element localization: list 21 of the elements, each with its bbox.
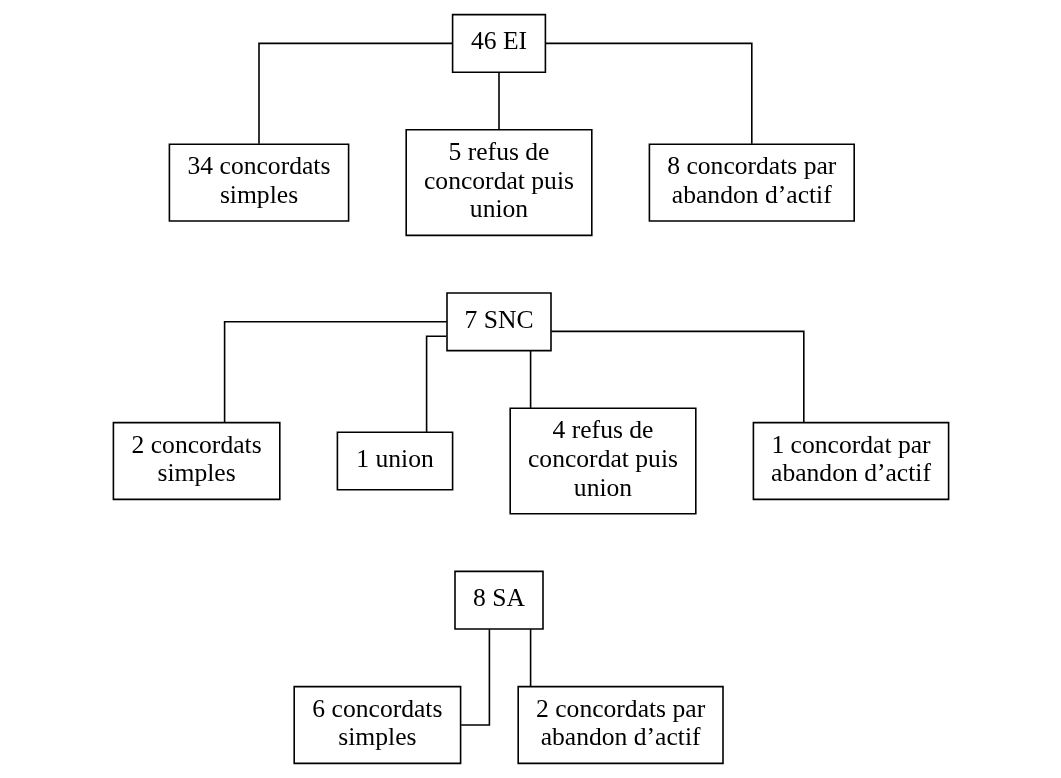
node-box: 8 SA	[453, 570, 544, 630]
node-box: 34 concordats simples	[168, 143, 349, 222]
connector	[459, 628, 490, 726]
node-box: 1 union	[336, 431, 453, 491]
node-box: 6 concordats simples	[292, 685, 461, 765]
connector	[257, 42, 453, 145]
node-box: 2 concordats simples	[112, 421, 281, 501]
connector	[529, 349, 531, 409]
node-box: 7 SNC	[445, 292, 552, 352]
connector	[497, 71, 500, 131]
node-box: 1 concordat par abandon d’actif	[752, 421, 949, 501]
connector	[550, 330, 805, 423]
node-box: 2 concordats par abandon d’actif	[516, 685, 724, 765]
node-box: 46 EI	[451, 13, 546, 73]
connector	[544, 42, 753, 145]
connector	[425, 335, 447, 433]
node-box: 4 refus de concordat puis union	[508, 407, 697, 515]
node-box: 5 refus de concordat puis union	[404, 129, 593, 237]
connector	[529, 628, 531, 688]
node-box: 8 concordats par abandon d’actif	[648, 143, 855, 222]
connector	[223, 321, 448, 424]
